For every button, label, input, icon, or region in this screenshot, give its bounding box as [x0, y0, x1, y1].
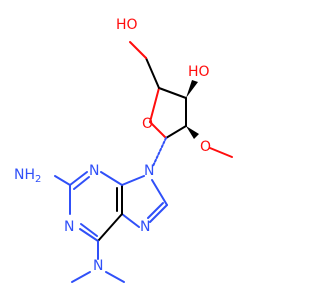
atom-n9: N: [144, 163, 154, 179]
atom-n1: N: [64, 219, 74, 235]
atom-nme2: N: [93, 258, 103, 274]
atom-nh2-sub: 2: [35, 174, 41, 185]
bond-n1-c6: [79, 228, 99, 242]
atom-ho-right: HO: [188, 64, 210, 80]
bond-n1-c6-double: [80, 223, 98, 237]
bond-nme2-me2: [105, 271, 125, 283]
bond-c4-c3: [158, 87, 187, 99]
atom-nh2-main: NH: [14, 167, 35, 183]
bond-c2-nh2: [54, 175, 71, 186]
bond-c1-o: [149, 121, 167, 139]
bond-c1-n9: [152, 137, 167, 167]
bond-c8-n7: [149, 204, 168, 223]
atom-nh2: NH2: [14, 167, 41, 185]
bond-c2-c1: [165, 125, 187, 139]
bond-c4-c5: [145, 57, 160, 89]
bond-n9-c4: [121, 175, 145, 186]
molecule-structure: HO HO O O N N N N NH2 N: [14, 17, 233, 283]
atom-methoxy-o: O: [200, 139, 211, 155]
wedge-c2-ome: [186, 126, 199, 139]
bond-o-c4: [149, 87, 160, 123]
bond-n3-c2: [69, 171, 88, 186]
atom-ring-o: O: [142, 116, 153, 132]
bond-o-me: [209, 147, 233, 158]
bond-c4-n3: [100, 171, 123, 186]
atom-n7: N: [140, 219, 150, 235]
atom-n3: N: [89, 163, 99, 179]
bond-n7-c5: [121, 213, 140, 228]
bond-c5-o: [129, 41, 147, 59]
bond-c6-c5: [97, 213, 123, 242]
bond-n3-c2-double: [73, 176, 90, 190]
atom-ho-top: HO: [116, 17, 138, 33]
bond-n9-c8: [151, 179, 168, 206]
bond-c8-n7-double: [147, 202, 164, 219]
bond-nme2-me1: [71, 271, 91, 283]
wedge-c3-oh: [186, 80, 198, 98]
